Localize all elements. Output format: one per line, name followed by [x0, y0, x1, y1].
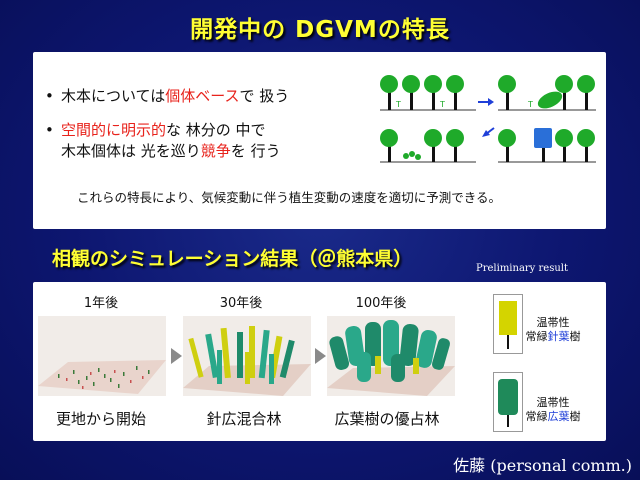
arrow-right-icon [488, 98, 494, 106]
features-panel: • 木本については個体ベースで 扱う • 空間的に明示的な 林分の 中で 木本個体は… [33, 52, 606, 229]
bullet-dot: • [45, 87, 54, 105]
bullet-individual-based: • 木本については個体ベースで 扱う [45, 86, 289, 107]
author-credit: 佐藤 (personal comm.) [453, 452, 632, 476]
bullet-text-line2: 木本個体は 光を巡り [61, 142, 201, 160]
stage-year-100: 100年後 [355, 296, 407, 311]
section-subtitle: 相観のシミュレーション結果（＠熊本県） [52, 248, 413, 270]
bullet-highlight: 個体ベース [165, 87, 240, 105]
arrow-right-icon [315, 348, 326, 364]
bullet-highlight: 空間的に明示的 [61, 121, 167, 139]
legend-broadleaf-label: 温帯性 常緑広葉樹 [525, 396, 581, 423]
tree-group-row2-right [498, 128, 596, 163]
simulation-image-year100 [327, 316, 455, 396]
svg-text:T: T [527, 100, 533, 109]
stage-year-1: 1年後 [83, 296, 119, 311]
author-note: (personal comm.) [490, 456, 632, 475]
author-name: 佐藤 [453, 456, 486, 475]
svg-text:T: T [439, 100, 445, 109]
bullet-text-line2-end: を 行う [230, 142, 281, 160]
arrow-back-icon [482, 130, 490, 137]
tree-group-row1-left: T T [380, 75, 476, 111]
stage-label-mixed-forest: 針広混合林 [206, 410, 282, 428]
bullet-dot: • [45, 121, 54, 139]
tree-group-row1-right: T [498, 75, 596, 111]
bullet-text-end: で 扱う [239, 87, 290, 105]
preliminary-label: Preliminary result [476, 263, 569, 274]
tree-competition-diagram: T T T [380, 75, 596, 163]
conclusion-text: これらの特長により、気候変動に伴う植生変動の速度を適切に予測できる。 [77, 190, 502, 205]
simulation-panel: 1年後 30年後 100年後 [33, 282, 606, 441]
bullet-text: 木本については [61, 87, 166, 105]
simulation-image-year1 [38, 316, 166, 396]
bullet-highlight-competition: 競争 [200, 142, 231, 160]
slide-title: 開発中の DGVMの特長 [190, 17, 450, 43]
stage-label-bare-land: 更地から開始 [55, 410, 146, 428]
tree-group-row2-left [380, 129, 476, 163]
svg-text:T: T [395, 100, 401, 109]
legend-broadleaf-swatch [493, 372, 523, 432]
arrow-right-icon [171, 348, 182, 364]
stage-year-30: 30年後 [219, 296, 263, 311]
legend-conifer-swatch [493, 294, 523, 354]
stage-label-broadleaf-forest: 広葉樹の優占林 [334, 410, 440, 428]
bullet-spatial-explicit: • 空間的に明示的な 林分の 中で 木本個体は 光を巡り競争を 行う [45, 120, 281, 162]
bullet-text: な 林分の 中で [166, 121, 266, 139]
simulation-image-year30 [183, 316, 311, 396]
legend-conifer-label: 温帯性 常緑針葉樹 [525, 316, 581, 343]
